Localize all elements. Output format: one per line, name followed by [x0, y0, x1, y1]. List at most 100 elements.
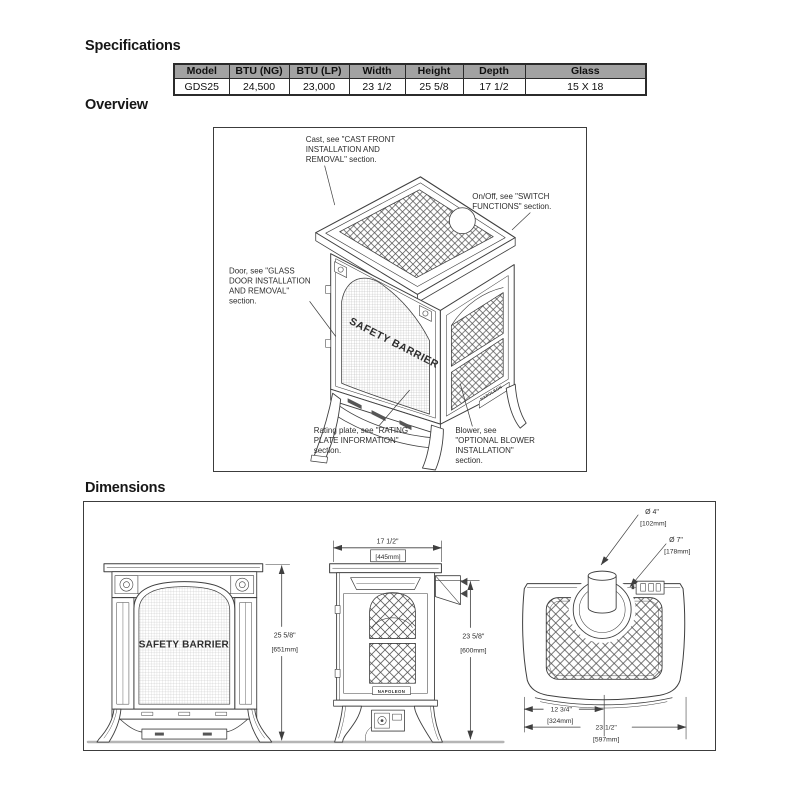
- spec-cell-btu-ng: 24,500: [228, 78, 290, 96]
- side-width-in: 17 1/2": [377, 538, 399, 545]
- callout-blower-line4: section.: [455, 456, 482, 465]
- spec-header-width: Width: [348, 63, 406, 79]
- stove-side-frame: [446, 275, 509, 417]
- stove-top-plate-inner: [325, 182, 506, 287]
- callout-door-line1: Door, see "GLASS: [229, 267, 295, 276]
- spec-table-row: GDS25 24,500 23,000 23 1/2 25 5/8 17 1/2…: [173, 78, 647, 96]
- side-brand-label: NAPOLEON: [378, 689, 405, 694]
- front-height-in: 25 5/8": [274, 632, 296, 639]
- top-offset-dimension: 12 3/4" [324mm]: [523, 706, 604, 725]
- spec-table-header-row: Model BTU (NG) BTU (LP) Width Height Dep…: [173, 63, 647, 79]
- stove-front-frame: [335, 258, 436, 419]
- spec-cell-depth: 17 1/2: [462, 78, 526, 96]
- spec-header-btu-lp: BTU (LP): [288, 63, 350, 79]
- callout-cast-leader: [324, 165, 336, 206]
- callout-texts: Cast, see "CAST FRONT INSTALLATION AND R…: [229, 135, 551, 465]
- side-height-in: 23 5/8": [462, 633, 484, 640]
- top-width-mm: [597mm]: [593, 737, 619, 744]
- side-eyebrow-arch: [372, 617, 413, 628]
- callout-blower-leader: [459, 383, 473, 427]
- side-arch-line: [451, 287, 504, 326]
- callout-door-line3: AND REMOVAL": [229, 287, 289, 296]
- callout-onoff-line1: On/Off, see "SWITCH: [472, 192, 549, 201]
- side-width-mm: [445mm]: [375, 554, 400, 561]
- spec-cell-width: 23 1/2: [348, 78, 406, 96]
- side-width-dimension: 17 1/2" [445mm]: [333, 538, 442, 563]
- callout-leaders: [309, 165, 531, 427]
- spec-header-model: Model: [173, 63, 230, 79]
- side-base: [333, 699, 438, 707]
- top-offset-in: 12 3/4": [551, 707, 573, 714]
- spec-header-btu-ng: BTU (NG): [228, 63, 290, 79]
- side-gas-valve: [365, 709, 405, 742]
- callout-door-line2: DOOR INSTALLATION: [229, 277, 311, 286]
- side-height-dimension: 23 5/8" [600mm]: [435, 580, 487, 740]
- front-tray: [141, 728, 228, 740]
- side-view: 17 1/2" [445mm] NAPOLEON: [329, 538, 487, 743]
- door-hinges: [325, 285, 331, 348]
- flue-pipe: [587, 575, 617, 614]
- callout-cast-line3: REMOVAL" section.: [306, 155, 377, 164]
- overview-heading: Overview: [85, 97, 148, 113]
- front-legs: [96, 708, 273, 743]
- flue-callouts: Ø 4" [102mm] Ø 7" [178mm]: [600, 509, 691, 588]
- side-brand-plate: [372, 686, 411, 696]
- spec-header-glass: Glass: [524, 63, 647, 79]
- callout-onoff-line2: FUNCTIONS" section.: [472, 202, 551, 211]
- spec-cell-btu-lp: 23,000: [288, 78, 350, 96]
- callout-rating-line3: section.: [314, 446, 341, 455]
- spec-table: Model BTU (NG) BTU (LP) Width Height Dep…: [173, 63, 647, 96]
- rail-slots: [347, 398, 412, 431]
- spec-header-height: Height: [404, 63, 464, 79]
- spec-header-depth: Depth: [462, 63, 526, 79]
- front-corner-rosettes: [334, 261, 432, 322]
- spec-cell-height: 25 5/8: [404, 78, 464, 96]
- top-offset-mm: [324mm]: [547, 718, 573, 725]
- flue-inner-in: Ø 4": [645, 509, 659, 516]
- stove-front-glass: [341, 277, 430, 415]
- flue-outer-in: Ø 7": [669, 537, 683, 544]
- callout-rating-line2: PLATE INFORMATION": [314, 436, 399, 445]
- flue-outer-leader: [629, 543, 667, 588]
- side-lower-lattice: [450, 338, 504, 411]
- callout-rating-line1: Rating plate, see "RATING: [314, 426, 408, 435]
- side-lower-lattice: [369, 643, 416, 684]
- front-safety-barrier-label: SAFETY BARRIER: [139, 639, 229, 650]
- overview-diagram-panel: SAFETY BARRIER: [213, 127, 587, 472]
- callout-blower-line1: Blower, see: [455, 426, 497, 435]
- top-front-bow-1: [534, 697, 673, 706]
- front-apron-right: [225, 718, 249, 733]
- side-rear-shroud: [435, 575, 468, 605]
- stove-isometric-drawing: SAFETY BARRIER: [310, 176, 527, 471]
- front-view: SAFETY BARRIER 25 5/8" [651mm]: [96, 563, 298, 743]
- flue-inner-leader: [600, 514, 639, 566]
- dimensions-heading: Dimensions: [85, 480, 166, 496]
- spec-cell-model: GDS25: [173, 78, 230, 96]
- top-view: Ø 4" [102mm] Ø 7" [178mm] 12 3/4" [324mm…: [522, 509, 691, 744]
- dimensions-diagram-panel: SAFETY BARRIER 25 5/8" [651mm]: [83, 501, 716, 751]
- top-width-dimension: 23 1/2" [597mm]: [523, 696, 687, 744]
- callout-rating-leader: [379, 389, 410, 426]
- top-width-in: 23 1/2": [596, 725, 618, 732]
- side-upper-lattice: [369, 592, 416, 639]
- overview-stove-diagram: SAFETY BARRIER: [229, 135, 551, 471]
- callout-blower-line3: INSTALLATION": [455, 446, 514, 455]
- spec-cell-glass: 15 X 18: [524, 78, 647, 96]
- front-rail-slots: [141, 711, 228, 716]
- flue-outer-mm: [178mm]: [664, 548, 690, 555]
- front-height-mm: [651mm]: [272, 646, 298, 653]
- stove-legs: [310, 383, 527, 471]
- specifications-heading: Specifications: [85, 38, 181, 54]
- top-switch-box: [631, 580, 665, 595]
- flue-inner-mm: [102mm]: [640, 520, 666, 527]
- front-apron-left: [119, 718, 143, 733]
- callout-cast-line1: Cast, see "CAST FRONT: [306, 135, 396, 144]
- callout-blower-line2: "OPTIONAL BLOWER: [455, 436, 535, 445]
- flue-pipe-top: [587, 570, 617, 581]
- front-window-mesh: [138, 586, 231, 705]
- callout-door-line4: section.: [229, 296, 256, 305]
- front-bottom-rail: [111, 708, 258, 720]
- side-legs: [334, 705, 443, 743]
- stove-top-grille-notch: [448, 207, 476, 235]
